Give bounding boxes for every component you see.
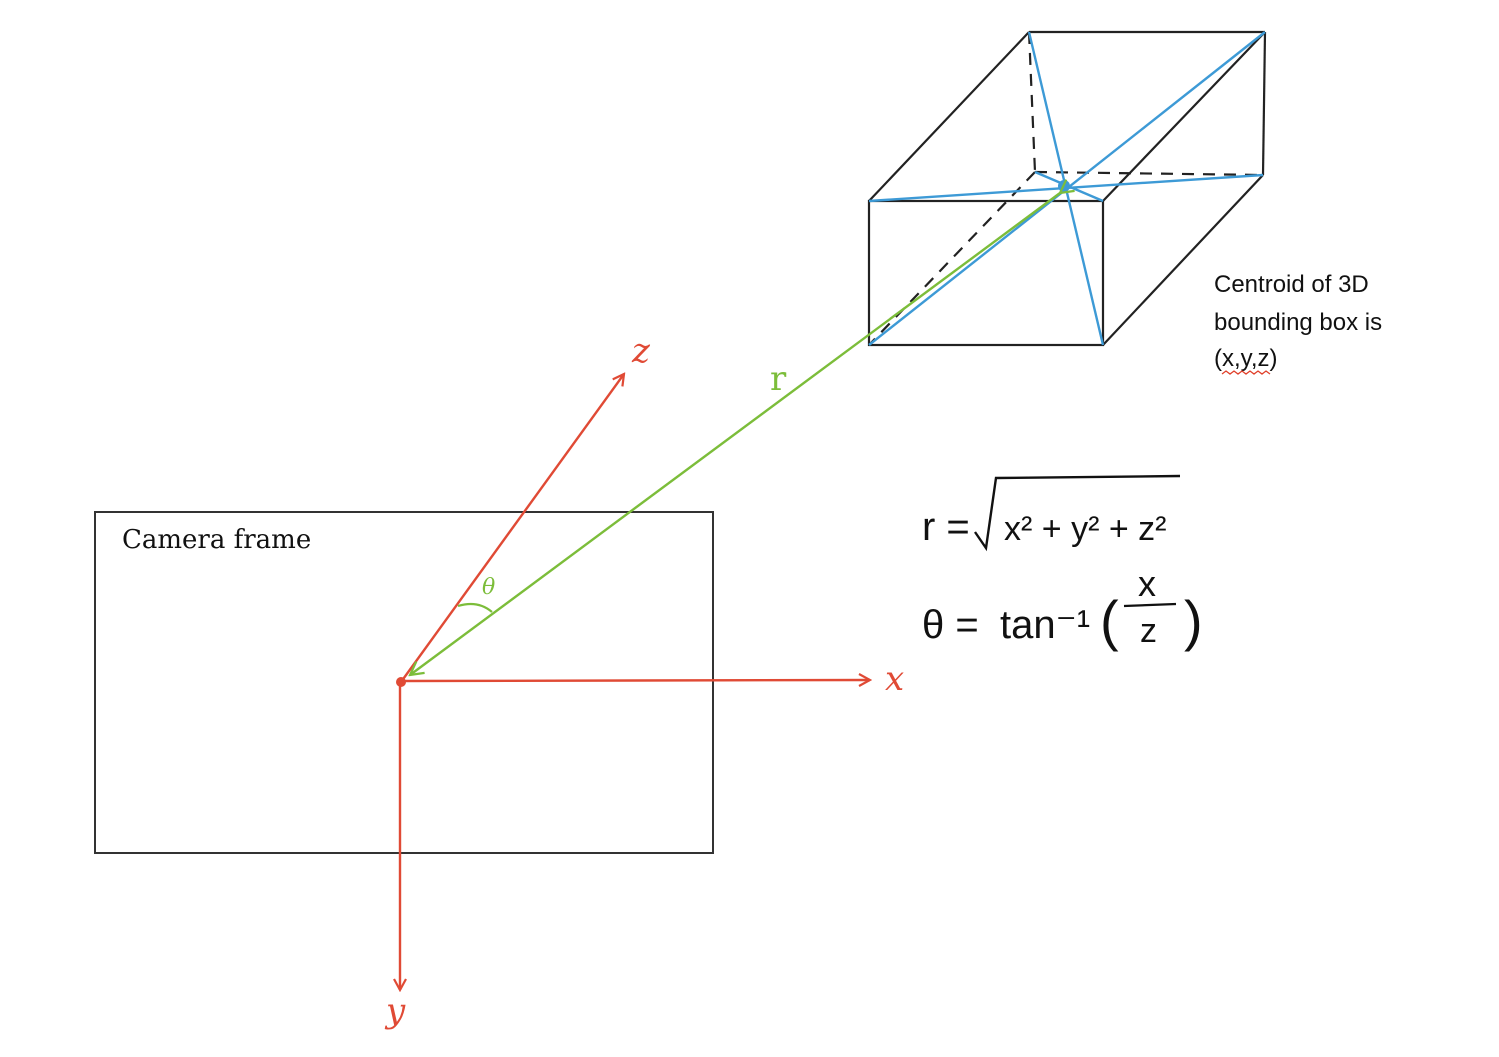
camera-frame-label: Camera frame [122,525,311,555]
camera-frame-rect [94,511,714,854]
fraction-bar [1123,602,1177,608]
open-paren: ( [1100,589,1119,652]
centroid-label-line1: Centroid of 3D [1214,271,1369,298]
x-axis-label: x [885,659,904,699]
theta-label: θ [482,575,495,600]
range-formula-rhs: x² + y² + z² [1004,510,1166,548]
range-vector-arrow [410,193,1060,675]
theta-formula-fn: tan⁻¹ [1000,603,1090,647]
z-axis-label: z [631,331,651,371]
theta-formula: θ = tan⁻¹ ( x z ) [922,563,1203,652]
camera-origin-point [396,677,406,687]
range-formula-lhs: r = [922,505,970,549]
spellcheck-squiggle [1221,370,1271,375]
centroid-point [1058,180,1070,192]
theta-arc [457,602,493,613]
z-axis-arrow [400,374,624,683]
centroid-label-line2: bounding box is [1214,309,1382,336]
range-formula: r = x² + y² + z² [922,474,1181,552]
theta-formula-denominator: z [1140,612,1157,650]
close-paren: ) [1184,589,1203,652]
centroid-label-line3: (x,y,z) [1214,345,1278,372]
theta-formula-lhs: θ = [922,603,979,647]
sqrt-sign [974,474,1181,552]
x-axis-arrow [400,680,870,681]
theta-formula-numerator: x [1138,563,1156,604]
y-axis-label: y [384,991,406,1031]
range-label: r [770,359,787,399]
